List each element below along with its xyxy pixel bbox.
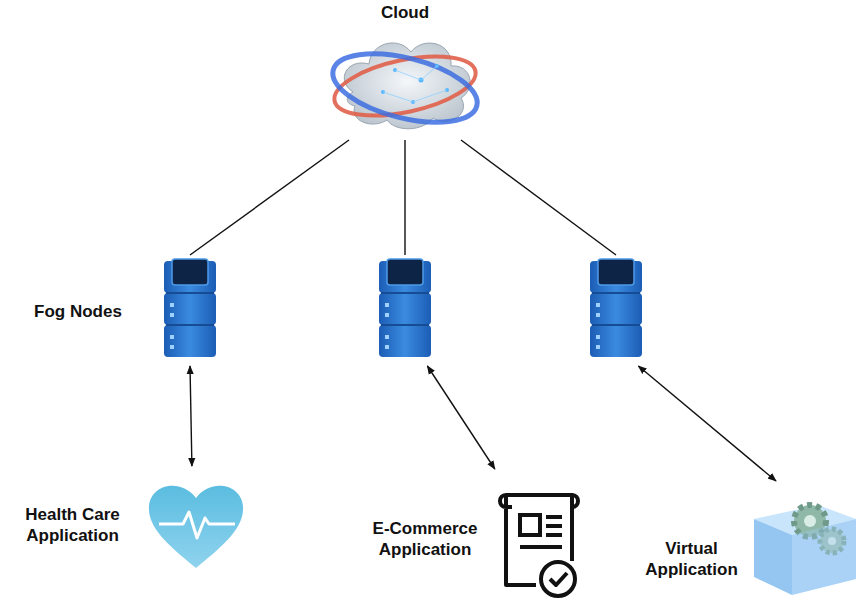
- link-line: [404, 140, 405, 255]
- node-label: E-Commerce Application: [360, 518, 490, 560]
- server-icon: [162, 255, 218, 360]
- link-line: [190, 140, 349, 255]
- bidirectional-arrow: [190, 366, 192, 466]
- node-title: Cloud: [325, 2, 485, 23]
- server-icon: [588, 255, 644, 360]
- fog-node: [377, 255, 433, 360]
- application-node: Virtual Application: [748, 485, 860, 597]
- node-label: Health Care Application: [10, 504, 135, 546]
- virtual-cube-icon: [748, 485, 860, 597]
- node-label: Virtual Application: [639, 538, 744, 580]
- bidirectional-arrow: [638, 366, 776, 481]
- heart-icon: [145, 478, 247, 570]
- application-node: E-Commerce Application: [492, 485, 587, 600]
- cloud-node: Cloud: [325, 30, 485, 140]
- group-label: Fog Nodes: [34, 301, 122, 322]
- server-icon: [377, 255, 433, 360]
- document-icon: [492, 485, 587, 600]
- cloud-illustration: [325, 30, 485, 140]
- fog-node: [162, 255, 218, 360]
- link-line: [461, 140, 616, 255]
- bidirectional-arrow: [427, 366, 494, 469]
- fog-node: [588, 255, 644, 360]
- application-node: Health Care Application: [145, 478, 247, 570]
